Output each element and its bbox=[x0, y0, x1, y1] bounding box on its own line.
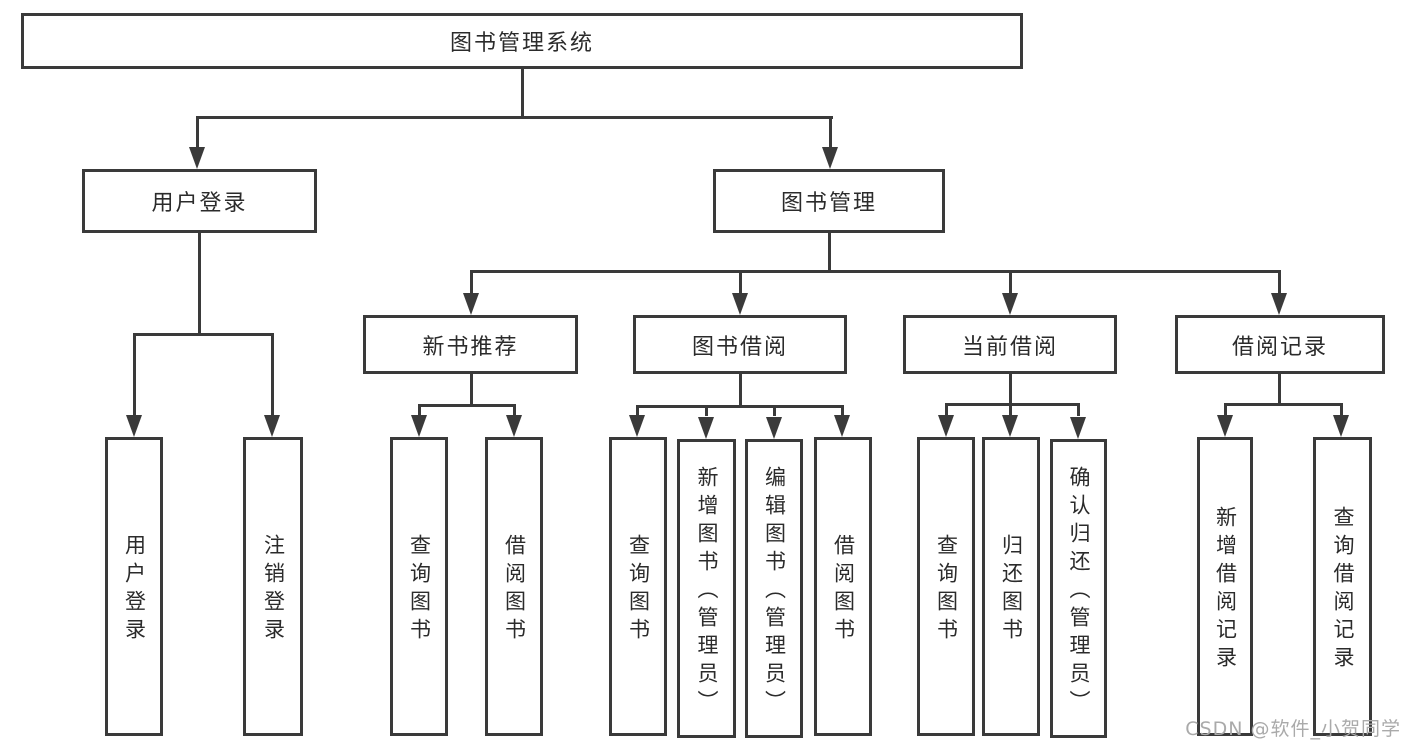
connector-line bbox=[828, 233, 831, 272]
arrowhead-icon bbox=[126, 415, 142, 437]
connector-line bbox=[196, 118, 199, 148]
connector-line bbox=[418, 406, 421, 416]
connector-line bbox=[133, 335, 136, 416]
leaf-borrow-books-2: 借阅图书 bbox=[814, 437, 872, 736]
leaf-add-books-admin: 新增图书（管理员） bbox=[677, 439, 736, 738]
arrowhead-icon bbox=[766, 417, 782, 439]
connector-line bbox=[470, 374, 473, 406]
leaf-logout: 注销登录 bbox=[243, 437, 303, 736]
connector-line bbox=[470, 270, 1281, 273]
arrowhead-icon bbox=[1002, 293, 1018, 315]
node-root: 图书管理系统 bbox=[21, 13, 1023, 69]
connector-line bbox=[418, 404, 516, 407]
csdn-watermark: CSDN @软件_小贺同学 bbox=[1185, 718, 1401, 740]
connector-line bbox=[470, 272, 473, 294]
leaf-edit-books-admin: 编辑图书（管理员） bbox=[745, 439, 803, 738]
leaf-query-books-2: 查询图书 bbox=[609, 437, 667, 736]
arrowhead-icon bbox=[1271, 293, 1287, 315]
connector-line bbox=[1009, 272, 1012, 294]
connector-line bbox=[133, 333, 274, 336]
arrowhead-icon bbox=[264, 415, 280, 437]
connector-line bbox=[1278, 272, 1281, 294]
arrowhead-icon bbox=[822, 147, 838, 169]
arrowhead-icon bbox=[506, 415, 522, 437]
leaf-query-books-1: 查询图书 bbox=[390, 437, 448, 736]
arrowhead-icon bbox=[698, 417, 714, 439]
connector-line bbox=[1077, 405, 1080, 416]
connector-line bbox=[945, 403, 1080, 406]
connector-line bbox=[1278, 374, 1281, 405]
connector-line bbox=[841, 407, 844, 416]
connector-line bbox=[1224, 403, 1343, 406]
node-book-management: 图书管理 bbox=[713, 169, 945, 233]
arrowhead-icon bbox=[1217, 415, 1233, 437]
node-borrow-records: 借阅记录 bbox=[1175, 315, 1385, 374]
connector-line bbox=[773, 407, 776, 416]
arrowhead-icon bbox=[1070, 417, 1086, 439]
leaf-return-books: 归还图书 bbox=[982, 437, 1040, 736]
connector-line bbox=[196, 116, 833, 119]
connector-line bbox=[1009, 405, 1012, 416]
arrowhead-icon bbox=[189, 147, 205, 169]
connector-line bbox=[1224, 405, 1227, 416]
arrowhead-icon bbox=[938, 415, 954, 437]
node-new-book-recommend: 新书推荐 bbox=[363, 315, 578, 374]
arrowhead-icon bbox=[463, 293, 479, 315]
leaf-query-books-3: 查询图书 bbox=[917, 437, 975, 736]
connector-line bbox=[271, 335, 274, 416]
arrowhead-icon bbox=[732, 293, 748, 315]
connector-line bbox=[513, 406, 516, 416]
connector-line bbox=[198, 233, 201, 335]
connector-line bbox=[636, 407, 639, 416]
connector-line bbox=[705, 407, 708, 416]
arrowhead-icon bbox=[834, 415, 850, 437]
node-book-borrow: 图书借阅 bbox=[633, 315, 847, 374]
connector-line bbox=[1340, 405, 1343, 416]
leaf-user-login: 用户登录 bbox=[105, 437, 163, 736]
connector-line bbox=[521, 69, 524, 118]
arrowhead-icon bbox=[1002, 415, 1018, 437]
leaf-add-borrow-record: 新增借阅记录 bbox=[1197, 437, 1253, 736]
leaf-query-borrow-record: 查询借阅记录 bbox=[1313, 437, 1372, 736]
connector-line bbox=[829, 118, 832, 148]
connector-line bbox=[945, 405, 948, 416]
leaf-borrow-books-1: 借阅图书 bbox=[485, 437, 543, 736]
connector-line bbox=[739, 272, 742, 294]
node-current-borrow: 当前借阅 bbox=[903, 315, 1117, 374]
arrowhead-icon bbox=[1333, 415, 1349, 437]
connector-line bbox=[636, 405, 844, 408]
arrowhead-icon bbox=[629, 415, 645, 437]
connector-line bbox=[739, 374, 742, 407]
arrowhead-icon bbox=[411, 415, 427, 437]
node-user-login: 用户登录 bbox=[82, 169, 317, 233]
leaf-confirm-return-admin: 确认归还（管理员） bbox=[1050, 439, 1107, 738]
connector-line bbox=[1009, 374, 1012, 405]
